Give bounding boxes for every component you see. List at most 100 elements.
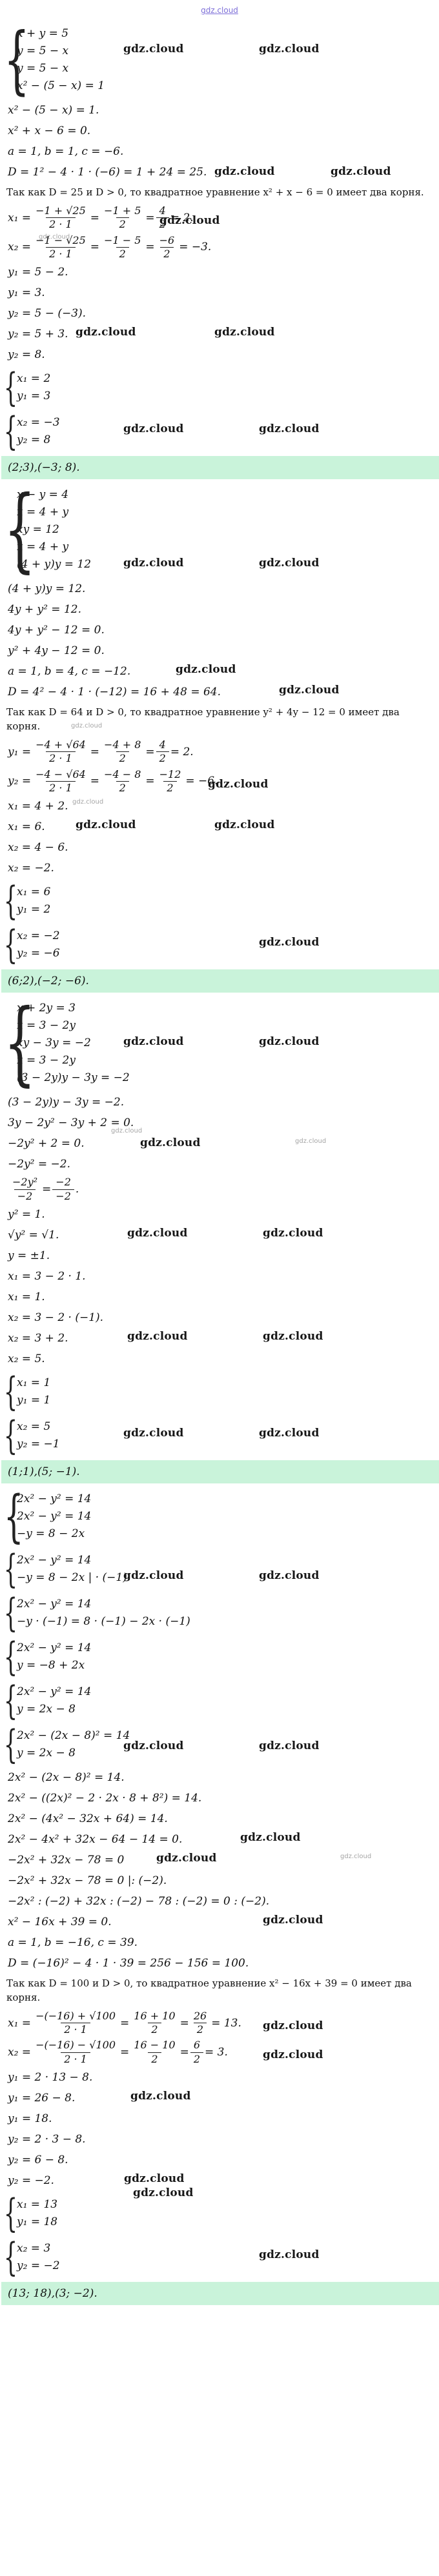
- math-line: y = ±1.: [8, 1249, 50, 1263]
- gdz-watermark: gdz.cloud: [263, 2048, 323, 2062]
- gdz-watermark: gdz.cloud: [123, 43, 184, 55]
- site-watermark-link[interactable]: gdz.cloud: [201, 6, 238, 15]
- math-text: =: [42, 1183, 52, 1196]
- gdz-watermark: gdz.cloud: [123, 1569, 184, 1583]
- system-brace: {: [4, 1369, 18, 1415]
- gdz-watermark: gdz.cloud: [214, 818, 275, 832]
- math-line: (3 − 2y)y − 3y = −2.: [8, 1096, 125, 1109]
- system-brace: {: [4, 922, 18, 968]
- system-equation-line: x₂ = −3: [17, 416, 60, 430]
- math-line: x₂ = −2.: [8, 862, 54, 875]
- math-line: x² + x − 6 = 0.: [8, 124, 91, 137]
- math-line: x₂ = 4 − 6.: [8, 841, 68, 855]
- gdz-watermark: gdz.cloud: [279, 684, 340, 697]
- system-equation-line: (4 + y)y = 12: [17, 558, 92, 571]
- gdz-watermark: gdz.cloud: [214, 326, 275, 339]
- system-brace: {: [4, 2191, 18, 2237]
- math-line: a = 1, b = 4, c = −12.gdz.cloud: [8, 663, 236, 679]
- math-line: −2x² + 32x − 78 = 0 |: (−2).: [8, 1874, 167, 1888]
- system-equations: 2x² − y² = 14 −y = 8 − 2x | · (−1): [17, 1552, 127, 1587]
- system-equation-line: 2x² − y² = 14: [17, 1554, 92, 1567]
- system-equation-line: y = 5 − x: [17, 45, 69, 57]
- gdz-watermark: gdz.cloud: [123, 557, 184, 570]
- math-line: y₁ = 26 − 8.gdz.cloud: [8, 2090, 191, 2105]
- math-text: =: [145, 211, 155, 224]
- system-brace: {: [4, 1634, 18, 1680]
- math-line: 2x² − (4x² − 32x + 64) = 14.: [8, 1812, 168, 1826]
- gdz-watermark: gdz.cloud: [123, 1427, 184, 1440]
- system-equation-line: xy = 12: [17, 523, 59, 537]
- system-equation-line: −y = 8 − 2x | · (−1): [17, 1571, 127, 1585]
- gdz-watermark: gdz.cloud: [259, 1569, 320, 1583]
- math-text: y₁ =: [8, 745, 32, 758]
- gdz-watermark: gdz.cloud: [263, 1914, 323, 1927]
- gdz-watermark: gdz.cloud: [263, 1227, 323, 1240]
- system-equation-line: x² − (5 − x) = 1: [17, 79, 105, 92]
- system-equation-line: y₂ = −2: [17, 2259, 60, 2273]
- system-brace: {: [4, 409, 18, 455]
- math-line: y₂ = −2.gdz.cloud: [8, 2172, 185, 2188]
- gdz-watermark-small: gdz.cloud: [295, 1138, 327, 1145]
- math-text: x₁ =: [8, 2016, 32, 2030]
- math-text: =: [145, 241, 155, 254]
- system-equation-line: 2x² − y² = 14: [17, 1492, 92, 1506]
- math-text: = −6.: [185, 775, 218, 788]
- math-text: =: [179, 2046, 189, 2059]
- math-line: y₁ = 3.: [8, 286, 45, 300]
- math-line: 2x² − 4x² + 32x − 64 − 14 = 0.gdz.cloud: [8, 1831, 301, 1847]
- math-text: = 2.: [170, 211, 194, 224]
- system-equation-line: x = 3 − 2y: [17, 1054, 76, 1067]
- gdz-watermark: gdz.cloud: [123, 1035, 184, 1049]
- math-line: D = 4² − 4 · 1 · (−12) = 16 + 48 = 64.gd…: [8, 684, 340, 699]
- system-equation-line: x₂ = −2: [17, 929, 60, 943]
- system-equations: x₂ = 3 y₂ = −2: [17, 2240, 60, 2275]
- math-text: =: [120, 2046, 130, 2059]
- math-line: 4y + y² − 12 = 0.: [8, 624, 105, 637]
- system-equation-line: x₂ = 3: [17, 2242, 51, 2255]
- system-equation-line: y₁ = 18: [17, 2215, 58, 2229]
- gdz-watermark: gdz.cloud: [76, 326, 136, 339]
- gdz-watermark: gdz.cloud: [331, 165, 391, 178]
- system-equation-line: y = 2x − 8: [17, 1747, 76, 1760]
- gdz-watermark: gdz.cloud: [263, 2019, 323, 2032]
- system-brace: {: [4, 17, 30, 103]
- system-brace: {: [4, 1590, 18, 1636]
- gdz-watermark-small: gdz.cloud: [71, 722, 103, 730]
- gdz-watermark: gdz.cloud: [259, 557, 320, 570]
- math-line: y₂ = 5 − (−3).: [8, 307, 87, 321]
- system-equation-line: 2x² − y² = 14: [17, 1685, 92, 1699]
- system-equation-line: −y · (−1) = 8 · (−1) − 2x · (−1): [17, 1615, 190, 1629]
- math-line: x₂ = 3 − 2 · (−1).: [8, 1311, 104, 1325]
- math-line: y₁ = 5 − 2.: [8, 266, 68, 279]
- math-line: y² + 4y − 12 = 0.: [8, 644, 105, 658]
- system-equation-line: y₂ = −6: [17, 947, 60, 960]
- math-line: y₁ = 2 · 13 − 8.: [8, 2071, 93, 2085]
- math-line: D = (−16)² − 4 · 1 · 39 = 256 − 156 = 10…: [8, 1957, 249, 1970]
- gdz-watermark: gdz.cloud: [259, 1035, 320, 1049]
- system-brace: {: [4, 990, 36, 1096]
- math-line: x₁ = 3 − 2 · 1.: [8, 1270, 86, 1283]
- math-text: = 13.: [211, 2016, 241, 2030]
- system-equation-line: y = 2x − 8: [17, 1703, 76, 1716]
